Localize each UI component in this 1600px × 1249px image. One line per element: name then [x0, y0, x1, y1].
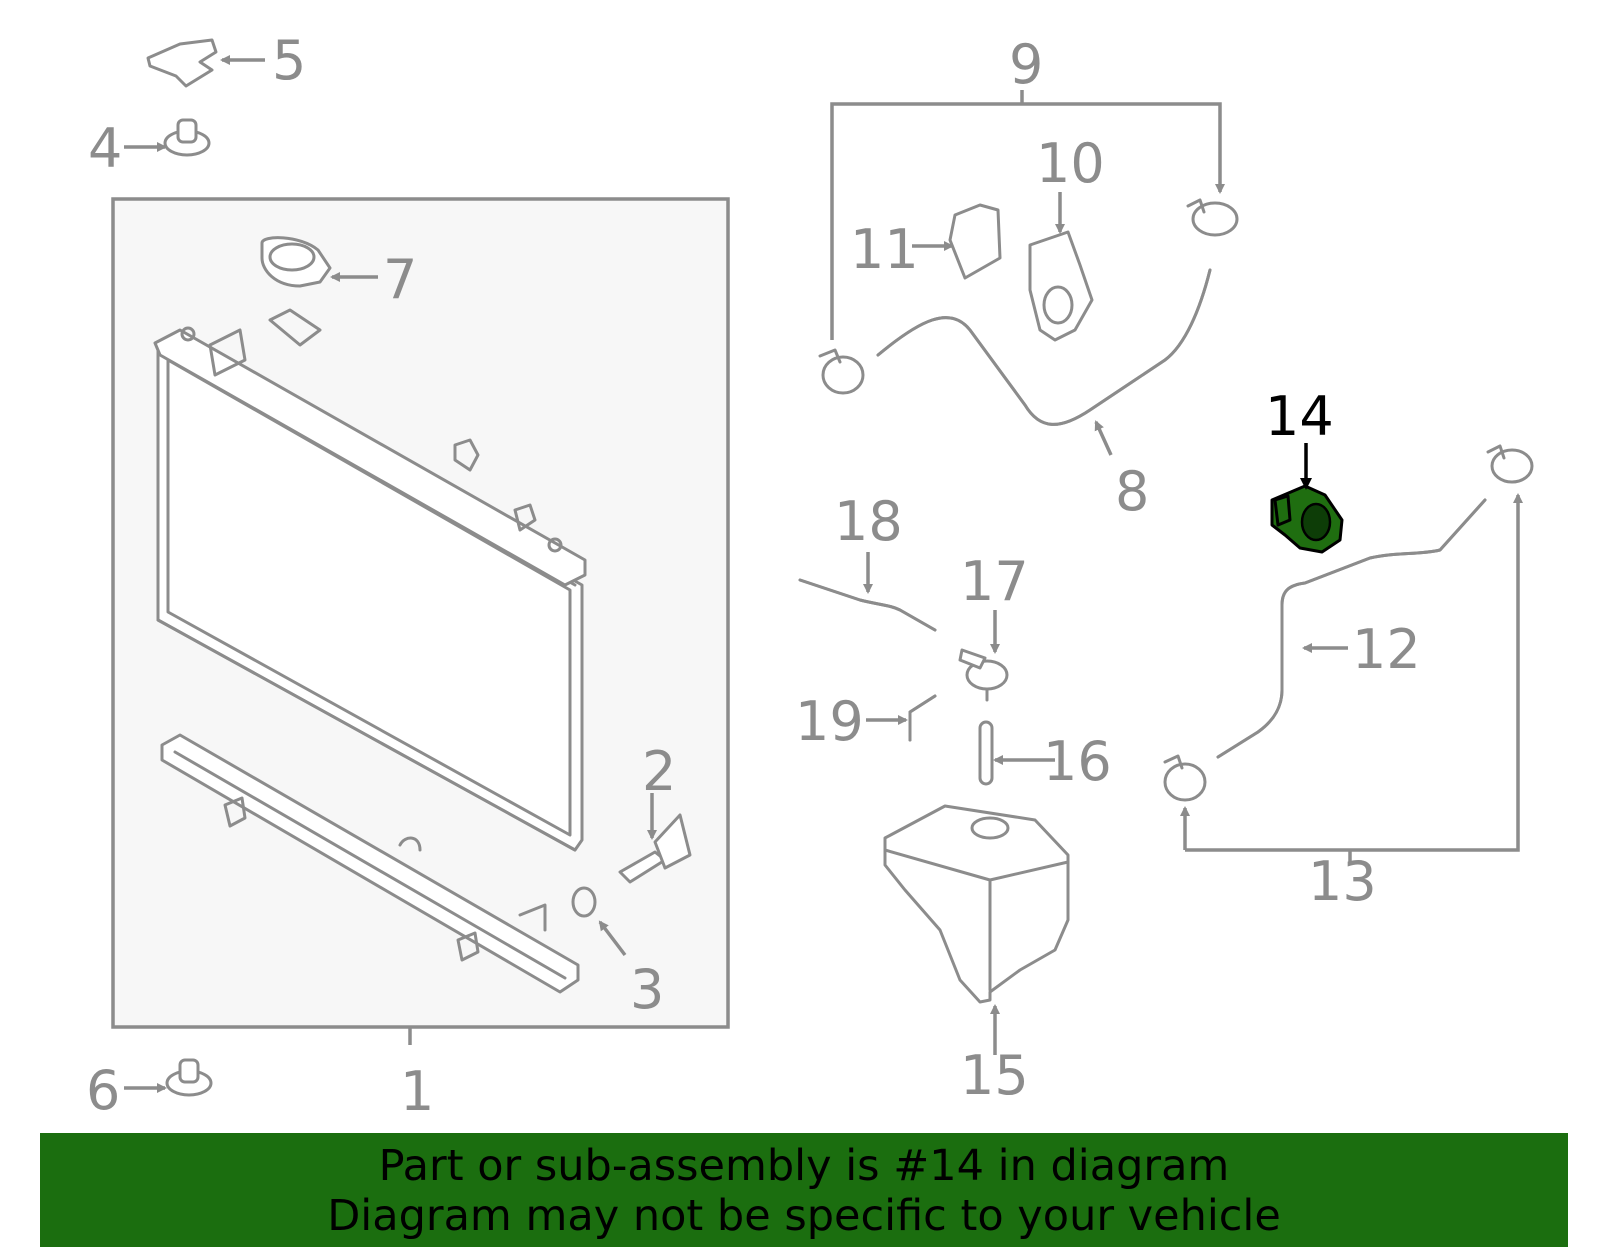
callout-2: 2	[642, 740, 676, 803]
banner-part-line: Part or sub-assembly is #14 in diagram	[378, 1141, 1230, 1191]
hose-clamp-lower-right	[1486, 444, 1534, 484]
callout-11: 11	[850, 218, 919, 281]
radiator-core	[153, 308, 587, 852]
clip-part	[146, 38, 218, 88]
callout-9: 9	[1009, 33, 1043, 96]
part-info-banner: Part or sub-assembly is #14 in diagram D…	[40, 1133, 1568, 1247]
banner-disclaimer-line: Diagram may not be specific to your vehi…	[327, 1191, 1281, 1241]
callout-18: 18	[834, 490, 903, 553]
lower-grommet	[165, 1058, 213, 1097]
callout-15: 15	[960, 1044, 1029, 1107]
callout-8: 8	[1115, 460, 1149, 523]
reservoir-valve	[958, 648, 1009, 702]
highlighted-part-14[interactable]	[1270, 484, 1344, 554]
o-ring	[571, 886, 597, 918]
hose-clamp-lower-left	[1163, 754, 1207, 802]
callout-17: 17	[960, 550, 1029, 613]
callout-4: 4	[88, 117, 122, 180]
callout-3: 3	[630, 958, 664, 1021]
hose-clamp-upper-right	[1186, 198, 1239, 237]
reservoir-tube	[978, 720, 994, 786]
callout-12: 12	[1352, 618, 1421, 681]
callout-13: 13	[1308, 850, 1377, 913]
callout-16: 16	[1043, 730, 1112, 793]
callout-19: 19	[795, 690, 864, 753]
hose-clamp-upper-left	[818, 348, 865, 395]
radiator-cap	[260, 236, 332, 288]
upper-grommet	[163, 118, 211, 157]
callout-6: 6	[86, 1059, 120, 1122]
callout-1: 1	[400, 1060, 434, 1123]
coolant-reservoir	[883, 804, 1070, 1004]
callout-7: 7	[383, 248, 417, 311]
drain-plug	[618, 813, 692, 884]
callout-14[interactable]: 14	[1265, 385, 1334, 448]
callout-10: 10	[1036, 132, 1105, 195]
radiator-lower-bracket	[160, 733, 580, 994]
callout-5: 5	[272, 29, 306, 92]
leader-arrows	[124, 55, 1348, 1093]
hose-bracket	[948, 203, 1002, 280]
